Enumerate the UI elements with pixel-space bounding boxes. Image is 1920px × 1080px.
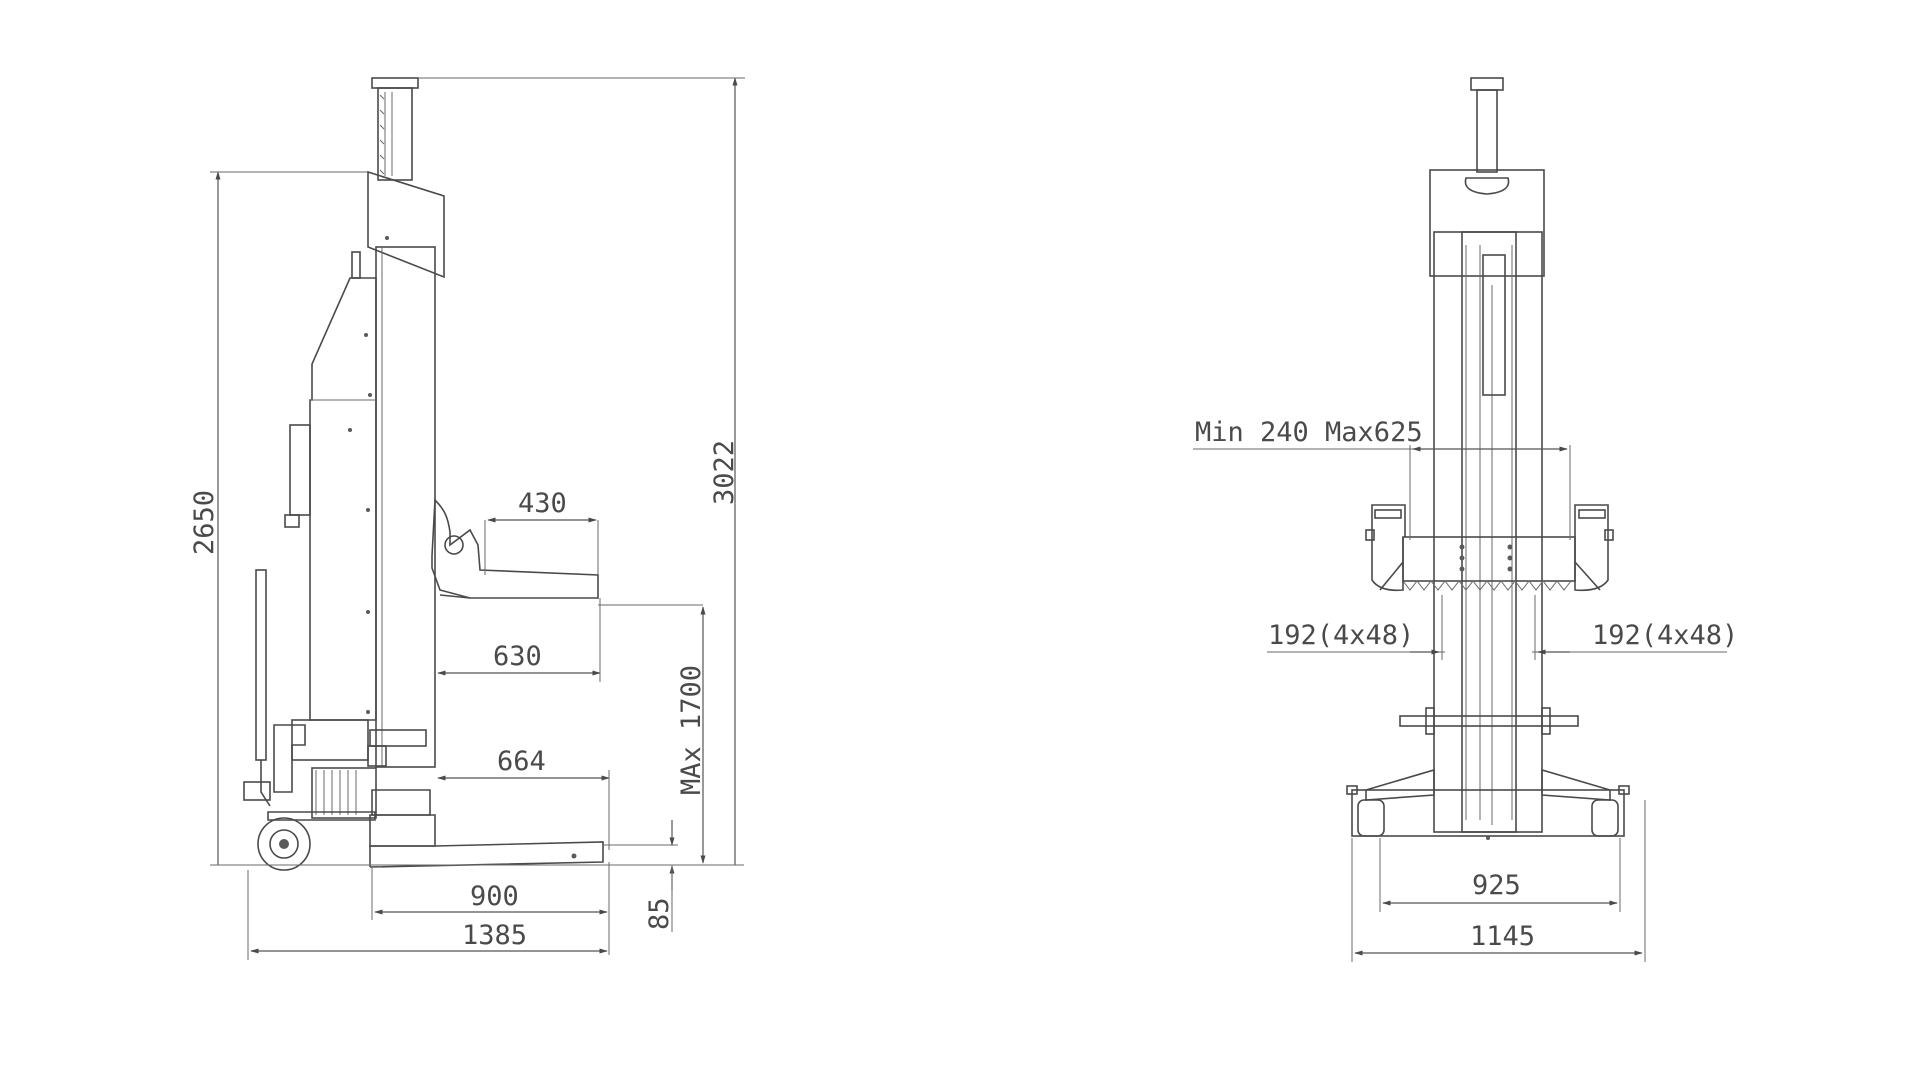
dim-base-reach: 664 [497, 746, 546, 777]
dim-fork-length: 430 [518, 488, 567, 519]
dim-overall-length: 1385 [462, 920, 527, 951]
side-view-dimensions [210, 77, 745, 960]
dim-fork-adjust-right: 192(4x48) [1592, 620, 1738, 651]
front-view [1346, 77, 1630, 840]
side-view [243, 77, 604, 871]
dim-ground-clearance: 85 [644, 897, 675, 930]
dim-fork-adjust-left: 192(4x48) [1268, 620, 1414, 651]
dim-fork-reach: 630 [493, 641, 542, 672]
dim-overall-width: 1145 [1470, 921, 1535, 952]
dim-wheel-track: 925 [1472, 870, 1521, 901]
front-view-labels: Min 240 Max625 192(4x48) 192(4x48) 925 1… [1195, 417, 1738, 952]
front-view-dimensions [1193, 445, 1727, 962]
dim-max-lift: MAx 1700 [676, 665, 707, 795]
dim-base-length: 900 [470, 881, 519, 912]
side-view-labels: 3022 2650 430 630 MAx 1700 664 900 1385 … [189, 440, 740, 951]
dim-fork-span: Min 240 Max625 [1195, 417, 1423, 448]
carriage-bolts [1459, 544, 1513, 572]
dim-column-height: 2650 [189, 490, 220, 555]
dim-total-height: 3022 [709, 440, 740, 505]
